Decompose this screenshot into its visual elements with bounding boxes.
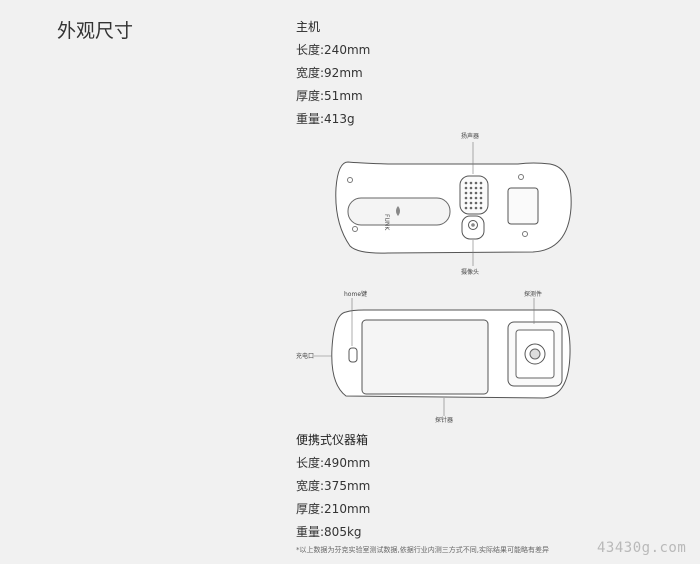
speaker-callout: 扬声器 <box>461 132 479 140</box>
host-width: 宽度:92mm <box>296 63 370 86</box>
host-length: 长度:240mm <box>296 40 370 63</box>
probe-lens-inner <box>529 348 541 360</box>
spec-value: 375mm <box>324 479 371 493</box>
spec-label: 厚度: <box>296 502 325 516</box>
device-back-figure: FUNK 扬声器 摄像头 <box>328 128 578 278</box>
spec-value: 240mm <box>324 43 371 57</box>
probe-callout: 探测件 <box>524 290 542 298</box>
spec-label: 重量: <box>296 525 325 539</box>
device-outline <box>335 161 572 254</box>
camera-callout: 摄像头 <box>461 268 479 276</box>
screw-icon <box>522 231 528 237</box>
spec-label: 长度: <box>296 456 325 470</box>
spec-value: 51mm <box>324 89 363 103</box>
section-title: 外观尺寸 <box>57 20 134 42</box>
bottom-callout: 探针器 <box>435 416 453 424</box>
host-thickness: 厚度:51mm <box>296 86 370 109</box>
charge-callout: 充电口 <box>296 352 314 360</box>
spec-label: 宽度: <box>296 66 325 80</box>
case-width: 宽度:375mm <box>296 476 370 499</box>
spec-value: 490mm <box>324 456 371 470</box>
case-heading: 便携式仪器箱 <box>296 433 369 447</box>
device-front-drawing: home键 充电口 探测件 探针器 <box>296 290 571 424</box>
case-weight: 重量:805kg <box>296 522 370 545</box>
camera-lens-icon <box>468 220 478 230</box>
speaker-holes <box>464 181 483 210</box>
device-front-figure: home键 充电口 探测件 探针器 <box>294 288 594 428</box>
spec-label: 宽度: <box>296 479 325 493</box>
footnote: *以上数据为芬克实验室测试数据,依据行业内测三方式不同,实际结果可能略有差异 <box>296 546 549 554</box>
host-weight: 重量:413g <box>296 109 370 132</box>
screw-icon <box>352 226 358 232</box>
spec-value: 210mm <box>324 502 371 516</box>
home-button <box>348 347 358 363</box>
case-thickness: 厚度:210mm <box>296 499 370 522</box>
sensor-window <box>507 187 539 225</box>
case-specs: 便携式仪器箱 长度:490mm 宽度:375mm 厚度:210mm 重量:805… <box>296 430 370 545</box>
watermark: 43430g.com <box>597 540 687 556</box>
spec-value: 805kg <box>324 525 362 539</box>
spec-value: 413g <box>324 112 355 126</box>
speaker-grille <box>459 175 489 215</box>
screw-icon <box>518 174 524 180</box>
brand-logo: FUNK <box>383 214 390 231</box>
screw-icon <box>347 177 353 183</box>
spec-label: 厚度: <box>296 89 325 103</box>
home-callout: home键 <box>344 290 367 298</box>
camera-dot <box>471 223 475 227</box>
case-length: 长度:490mm <box>296 453 370 476</box>
flame-icon <box>396 206 400 216</box>
spec-label: 长度: <box>296 43 325 57</box>
probe-lens-icon <box>524 343 546 365</box>
spec-value: 92mm <box>324 66 363 80</box>
camera-housing <box>461 215 485 240</box>
spec-label: 重量: <box>296 112 325 126</box>
host-specs: 主机 长度:240mm 宽度:92mm 厚度:51mm 重量:413g <box>296 17 370 132</box>
screen <box>361 319 489 395</box>
host-heading: 主机 <box>296 20 321 34</box>
device-back-drawing: FUNK 扬声器 摄像头 <box>335 132 572 276</box>
